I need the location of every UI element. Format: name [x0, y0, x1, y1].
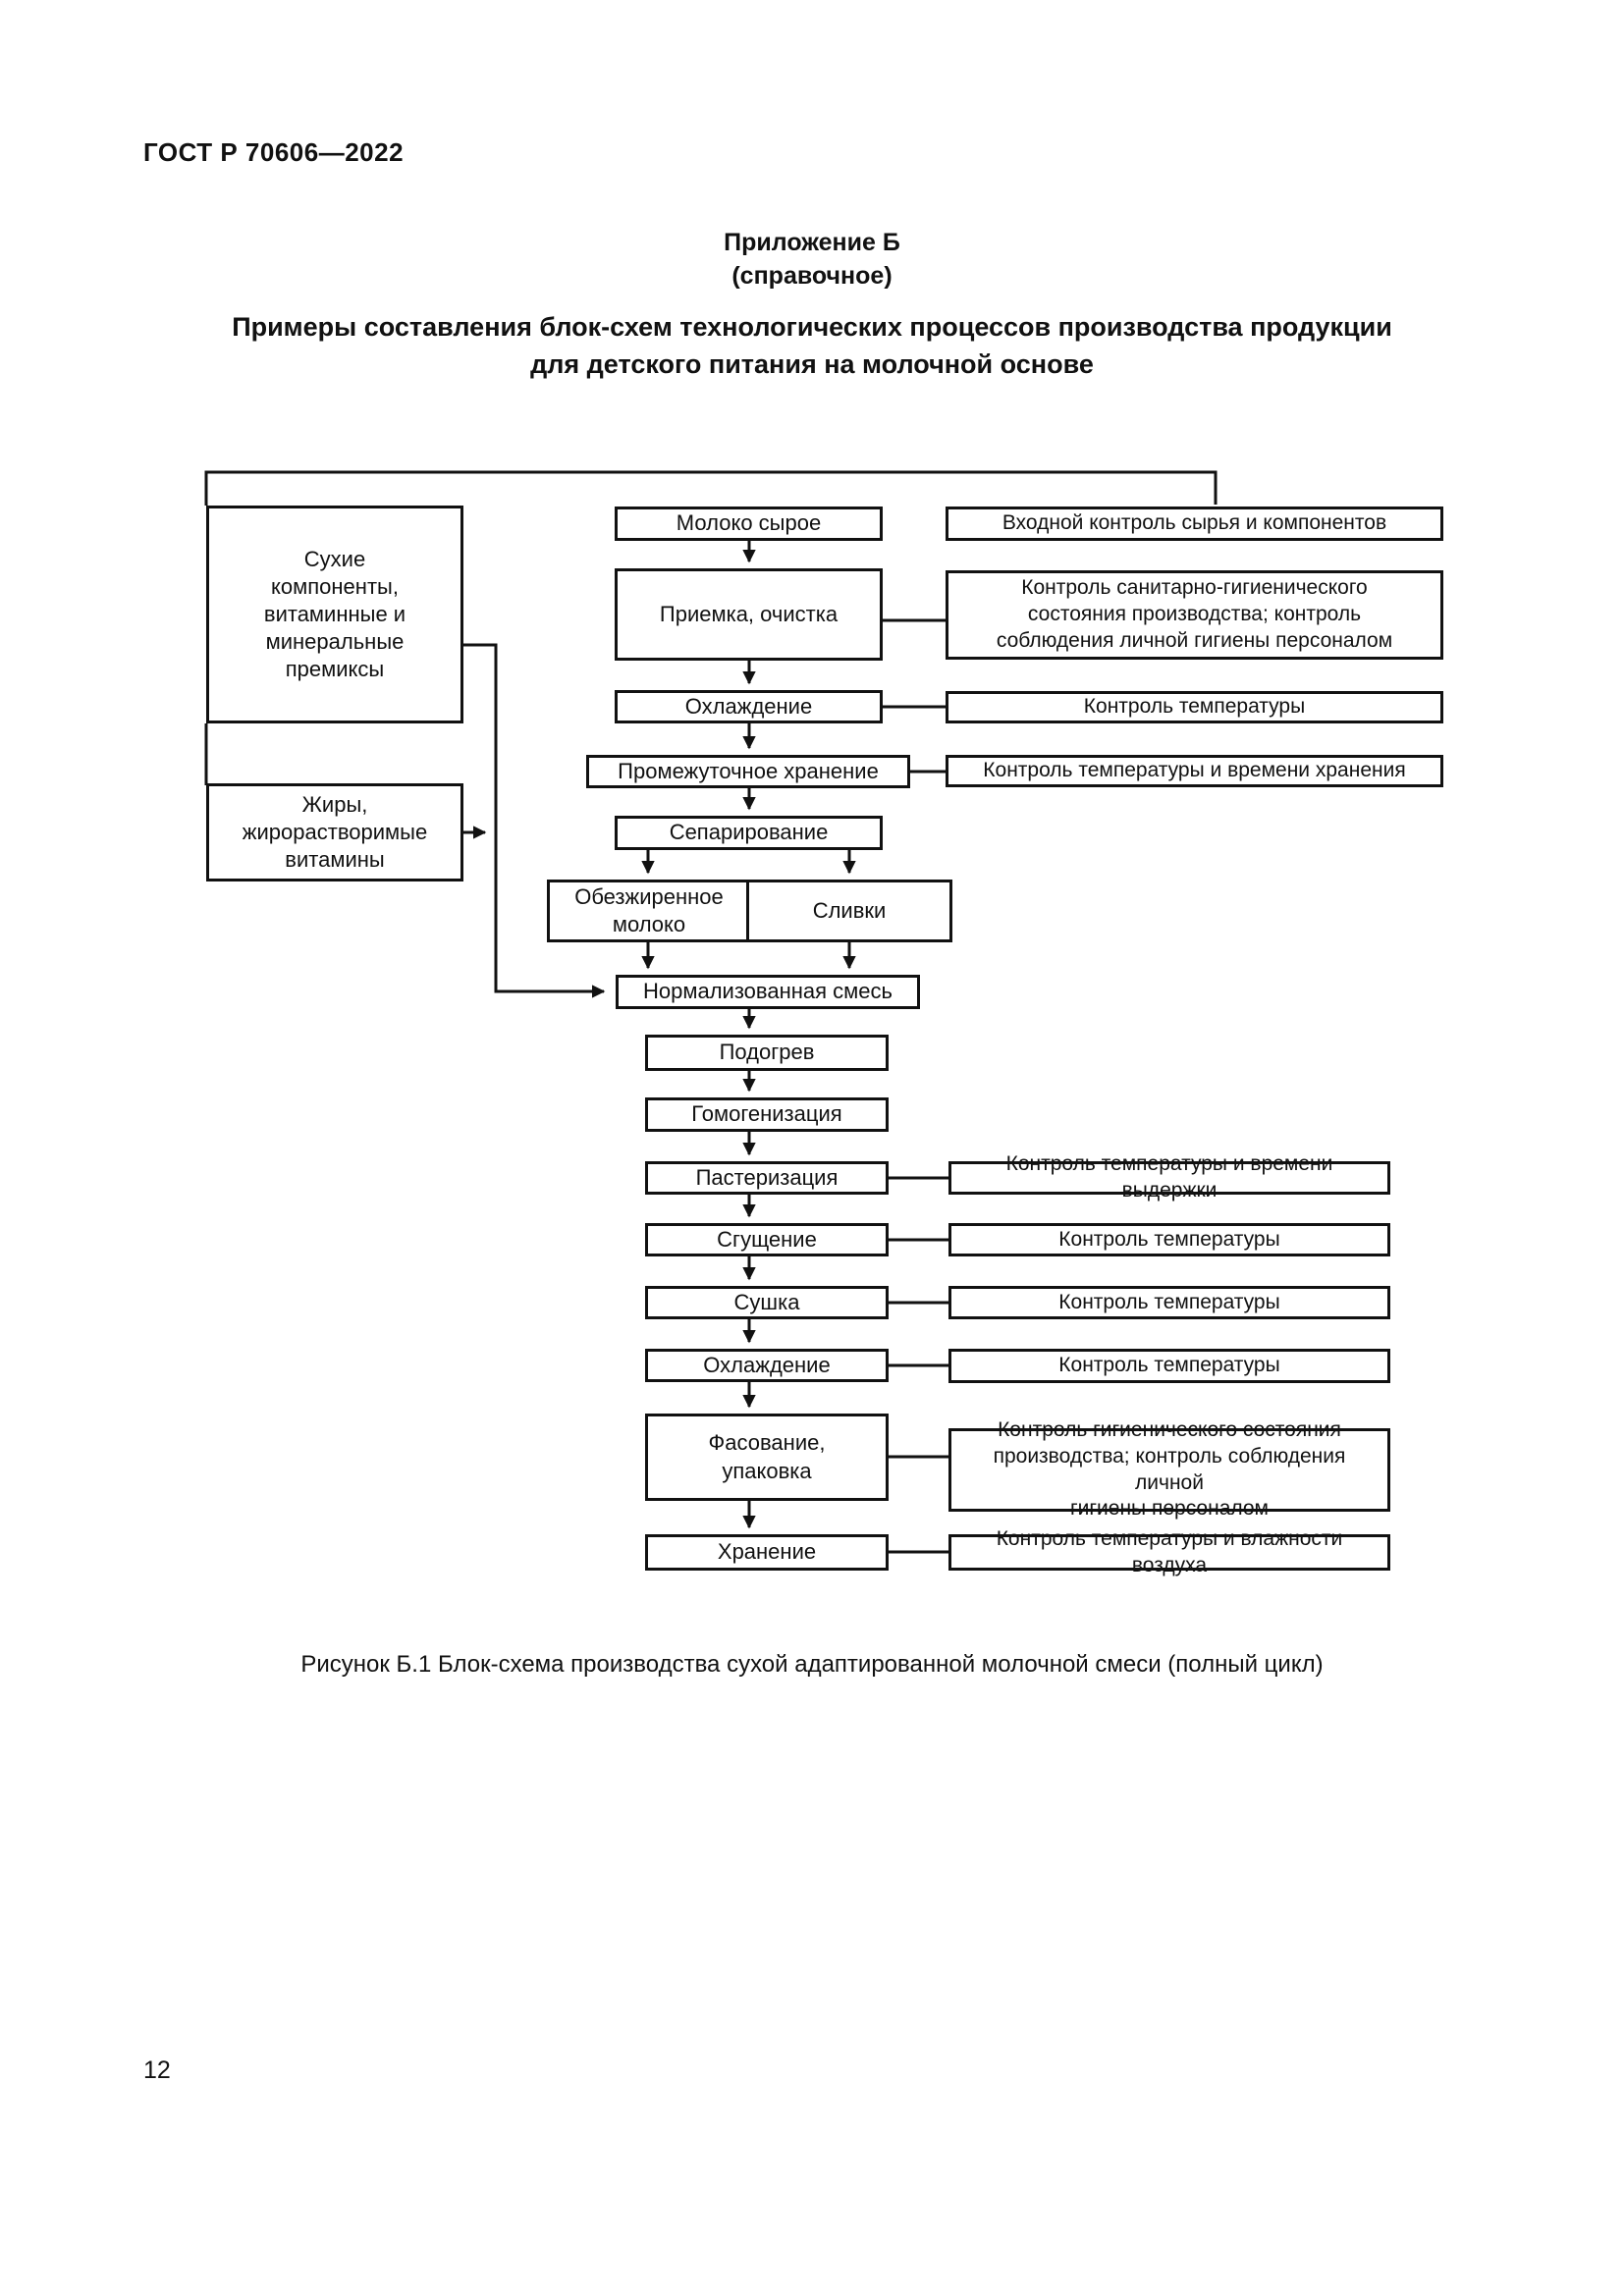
flow-box-packing: Фасование, упаковка [645, 1414, 889, 1501]
flow-box-cooling-1: Охлаждение [615, 690, 883, 723]
document-number: ГОСТ Р 70606—2022 [143, 137, 405, 167]
page-title: Примеры составления блок-схем технологич… [232, 312, 1392, 379]
control-box-temp-time-storage: Контроль температуры и времени хранения [946, 755, 1443, 787]
flow-box-storage: Хранение [645, 1534, 889, 1571]
flow-box-cream: Сливки [746, 880, 952, 942]
control-box-temp-time-holding: Контроль температуры и времени выдержки [948, 1152, 1390, 1201]
flow-box-pasteurization: Пастеризация [645, 1161, 889, 1195]
flow-box-cooling-2: Охлаждение [645, 1349, 889, 1382]
flow-box-separation: Сепарирование [615, 816, 883, 850]
flow-box-receiving: Приемка, очистка [615, 568, 883, 661]
flow-box-drying: Сушка [645, 1286, 889, 1319]
control-box-input-control: Входной контроль сырья и компонентов [946, 507, 1443, 541]
page-number: 12 [143, 2056, 171, 2084]
figure-caption: Рисунок Б.1 Блок-схема производства сухо… [300, 1651, 1324, 1678]
flow-box-intermediate-storage: Промежуточное хранение [586, 755, 910, 788]
flow-box-skim-milk: Обезжиренное молоко [547, 880, 751, 942]
control-box-hygiene-control: Контроль гигиенического состояния произв… [948, 1418, 1390, 1520]
appendix-heading: Приложение Б (справочное) [724, 229, 900, 290]
control-box-sanitary-control: Контроль санитарно-гигиенического состоя… [946, 570, 1443, 660]
control-box-temperature-2: Контроль температуры [948, 1223, 1390, 1256]
flow-box-condensing: Сгущение [645, 1223, 889, 1256]
control-box-temperature-1: Контроль температуры [946, 691, 1443, 723]
flow-box-normalized-mix: Нормализованная смесь [616, 975, 920, 1009]
flow-box-homogenization: Гомогенизация [645, 1097, 889, 1132]
control-box-temperature-4: Контроль температуры [948, 1349, 1390, 1383]
flow-box-raw-milk: Молоко сырое [615, 507, 883, 541]
flow-box-dry-components: Сухие компоненты, витаминные и минеральн… [206, 506, 463, 723]
flow-box-fats: Жиры, жирорастворимые витамины [206, 783, 463, 881]
flow-box-heating: Подогрев [645, 1035, 889, 1071]
control-box-temp-humidity: Контроль температуры и влажности воздуха [948, 1527, 1390, 1576]
control-box-temperature-3: Контроль температуры [948, 1286, 1390, 1319]
